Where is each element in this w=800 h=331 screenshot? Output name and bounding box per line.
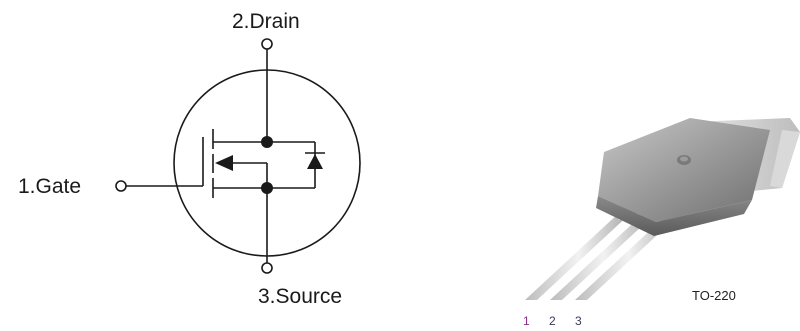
to220-package-illustration: 1 2 3 TO-220 <box>523 118 800 328</box>
package-leg-1 <box>525 212 632 300</box>
gate-label: 1.Gate <box>18 175 81 198</box>
package-tab-edge <box>770 130 800 188</box>
package-body-bottom <box>596 196 752 236</box>
mosfet-symbol: 2.Drain 1.Gate 3.Source <box>18 10 361 308</box>
drain-label: 2.Drain <box>232 10 300 33</box>
package-leg-2 <box>550 212 657 300</box>
drain-junction-dot <box>261 136 273 148</box>
gate-terminal <box>115 180 127 192</box>
body-diode-icon <box>307 154 323 169</box>
source-label: 3.Source <box>258 285 342 308</box>
drain-terminal <box>261 38 273 50</box>
pin-number-1: 1 <box>523 314 530 328</box>
source-junction-dot <box>261 182 273 194</box>
package-body <box>598 118 770 222</box>
pin-number-2: 2 <box>549 314 556 328</box>
source-terminal <box>261 262 273 274</box>
mounting-hole-highlight <box>680 156 688 162</box>
body-arrow <box>215 155 233 171</box>
pin-number-3: 3 <box>575 314 582 328</box>
package-name-label: TO-220 <box>692 288 736 303</box>
